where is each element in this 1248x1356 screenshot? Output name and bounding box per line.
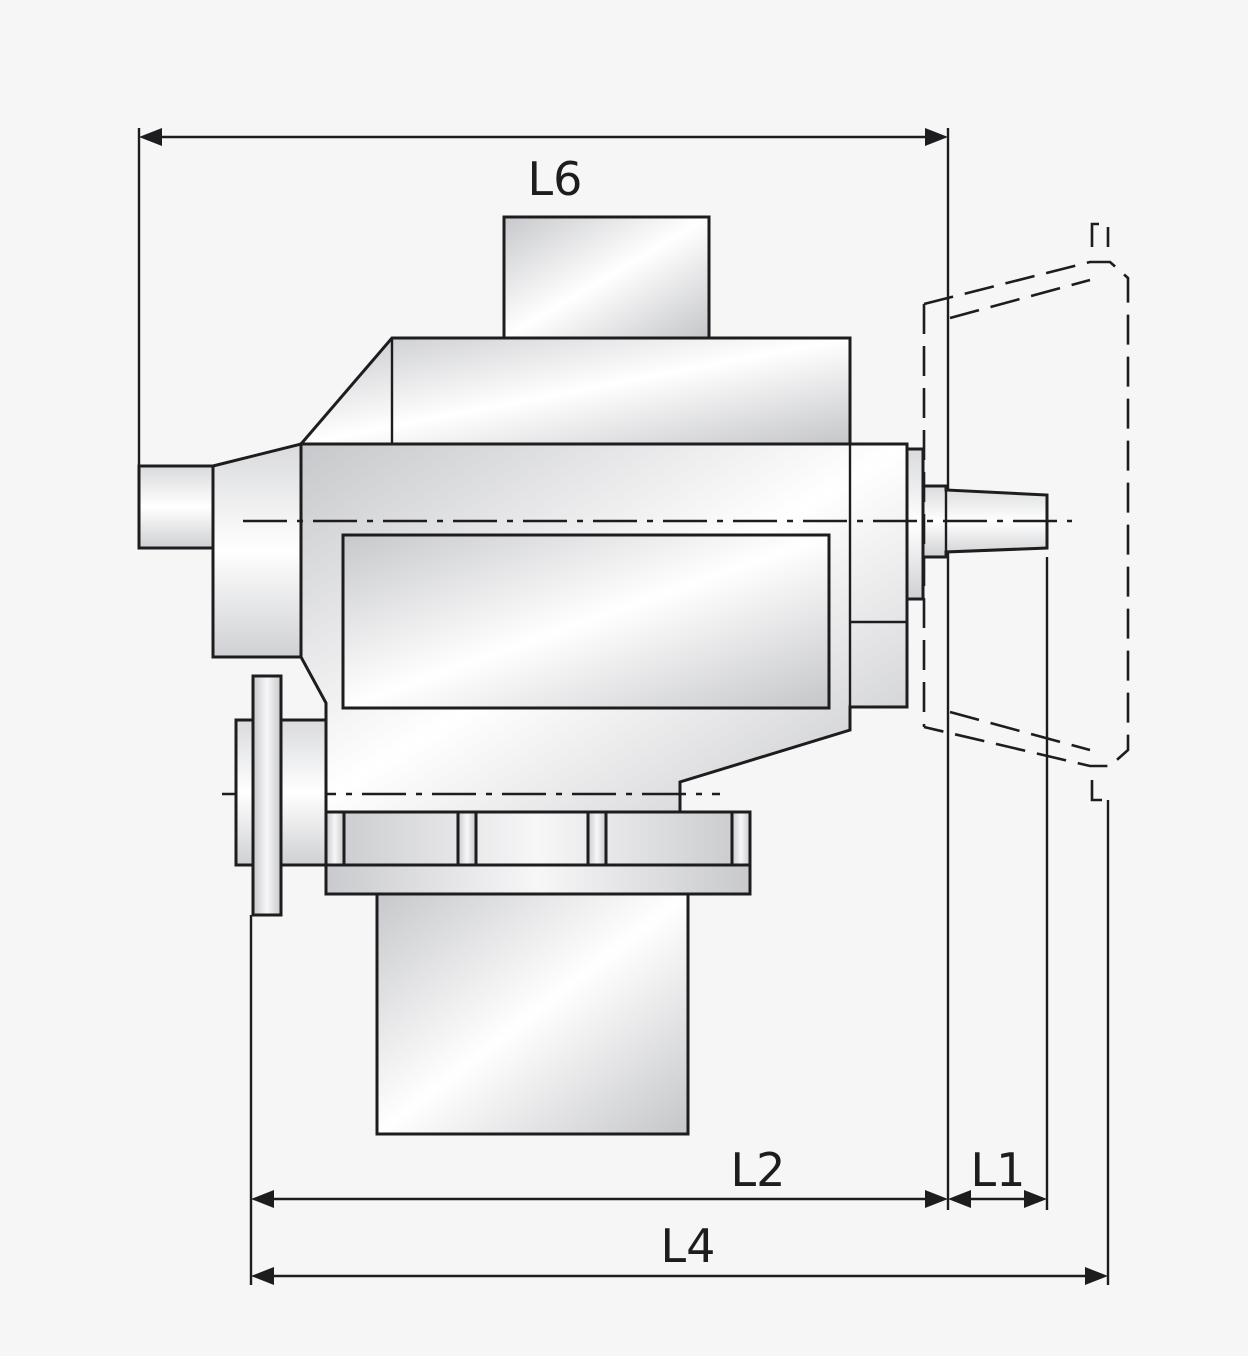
top-motor <box>502 215 711 340</box>
inspection-panel <box>341 533 831 710</box>
dimension-l6: L6 <box>137 128 950 1210</box>
inlet-transition <box>211 442 303 659</box>
front-flange <box>905 447 925 601</box>
dimension-l2: L2 <box>251 1143 948 1208</box>
l4-label: L4 <box>661 1219 716 1273</box>
l6-label: L6 <box>528 152 583 206</box>
gas-connection-flange <box>251 674 283 917</box>
l1-label: L1 <box>971 1143 1026 1197</box>
dimension-l1: L1 <box>948 1143 1047 1208</box>
boiler-mounting-outline <box>922 222 1130 802</box>
dimension-l4: L4 <box>251 1219 1108 1285</box>
valve-rail-base <box>324 863 752 896</box>
l2-label: L2 <box>731 1143 786 1197</box>
valve-rail <box>324 810 752 867</box>
upper-housing <box>297 336 852 446</box>
valve-rail-dividers <box>324 810 752 867</box>
air-inlet-stub <box>137 464 215 550</box>
bottom-actuator <box>375 892 690 1136</box>
